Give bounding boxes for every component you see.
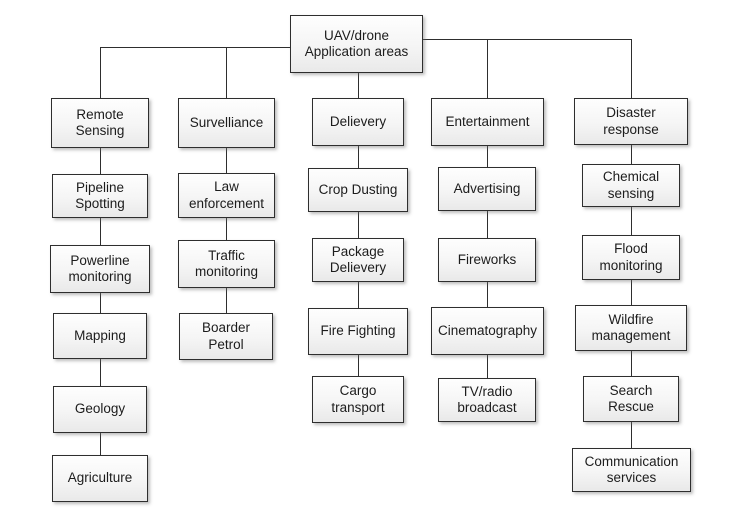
node-uav-drone-application-areas: UAV/drone Application areas: [290, 15, 423, 73]
node-remote-sensing: Remote Sensing: [51, 98, 149, 148]
connector-line: [487, 282, 488, 307]
connector-line: [100, 433, 101, 455]
connector-line: [358, 282, 359, 308]
connector-line: [631, 207, 632, 235]
connector-line: [487, 355, 488, 378]
connector-line: [226, 218, 227, 240]
connector-line: [100, 47, 101, 98]
node-fireworks: Fireworks: [438, 238, 536, 282]
node-chemical-sensing: Chemical sensing: [582, 164, 680, 207]
node-traffic-monitoring: Traffic monitoring: [178, 240, 275, 288]
connector-line: [631, 280, 632, 305]
connector-line: [423, 39, 631, 40]
node-survelliance: Survelliance: [178, 98, 275, 148]
node-powerline-monitoring: Powerline monitoring: [50, 245, 150, 293]
connector-line: [487, 39, 488, 98]
node-pipeline-spotting: Pipeline Spotting: [52, 174, 148, 218]
connector-line: [358, 355, 359, 376]
connector-line: [226, 288, 227, 313]
node-advertising: Advertising: [438, 167, 536, 211]
node-crop-dusting: Crop Dusting: [308, 168, 408, 212]
node-mapping: Mapping: [53, 313, 147, 359]
connector-line: [100, 293, 101, 313]
connector-line: [100, 359, 101, 386]
connector-line: [358, 146, 359, 168]
connector-line: [100, 47, 290, 48]
node-flood-monitoring: Flood monitoring: [582, 235, 680, 280]
connector-line: [631, 351, 632, 376]
node-search-rescue: Search Rescue: [583, 376, 679, 422]
node-boarder-petrol: Boarder Petrol: [179, 313, 273, 360]
connector-line: [487, 211, 488, 238]
connector-line: [631, 39, 632, 98]
connector-line: [487, 146, 488, 167]
node-cargo-transport: Cargo transport: [312, 376, 404, 423]
connector-line: [226, 47, 227, 98]
connector-line: [358, 212, 359, 238]
node-communication-services: Communication services: [572, 448, 691, 492]
connector-line: [358, 73, 359, 98]
node-entertainment: Entertainment: [431, 98, 544, 146]
node-geology: Geology: [53, 386, 147, 433]
node-cinematography: Cinematography: [431, 307, 544, 355]
connector-line: [100, 218, 101, 245]
node-delievery: Delievery: [312, 98, 404, 146]
node-wildfire-management: Wildfire management: [575, 305, 687, 351]
connector-line: [631, 422, 632, 448]
node-disaster-response: Disaster response: [574, 98, 688, 145]
connector-line: [100, 148, 101, 174]
connector-line: [631, 145, 632, 164]
connector-line: [226, 148, 227, 173]
node-law-enforcement: Law enforcement: [178, 173, 275, 218]
node-agriculture: Agriculture: [52, 455, 148, 502]
node-fire-fighting: Fire Fighting: [308, 308, 408, 355]
node-package-delievery: Package Delievery: [312, 238, 404, 282]
node-tv-radio-broadcast: TV/radio broadcast: [438, 378, 536, 422]
